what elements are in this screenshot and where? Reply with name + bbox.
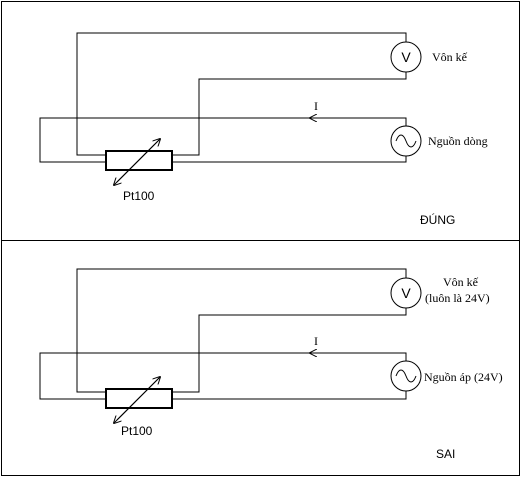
voltmeter-right-lead (172, 308, 407, 393)
voltmeter-left-lead (76, 32, 407, 156)
voltmeter-symbol-circle (390, 277, 422, 309)
source-bottom-lead (172, 391, 407, 400)
voltmeter-left-lead (76, 268, 407, 393)
voltmeter-label: Vôn kế (443, 275, 479, 289)
current-label: I (314, 99, 318, 113)
voltmeter-symbol-circle (390, 41, 422, 73)
sensor-label: Pt100 (123, 189, 155, 203)
voltmeter-right-lead (172, 72, 407, 156)
voltmeter-symbol: V (401, 285, 411, 301)
ac-source-icon (395, 134, 417, 148)
verdict-label: ĐÚNG (420, 212, 455, 227)
panel-correct: V Vôn kế Nguồn dòng I Pt100 ĐÚNG (39, 32, 488, 227)
figure-border (1, 1, 520, 476)
voltmeter-note: (luôn là 24V) (425, 291, 490, 305)
voltmeter-symbol: V (401, 49, 411, 65)
ac-source-icon (395, 369, 417, 383)
verdict-label: SAI (436, 447, 455, 461)
voltmeter-label: Vôn kế (432, 50, 468, 64)
source-label: Nguồn dòng (428, 134, 488, 148)
panel-wrong: V Vôn kế (luôn là 24V) Nguồn áp (24V) I … (39, 268, 503, 461)
current-label: I (314, 334, 318, 348)
source-top-lead (39, 352, 407, 400)
source-bottom-lead (172, 156, 407, 163)
sensor-label: Pt100 (121, 424, 153, 438)
source-label: Nguồn áp (24V) (424, 370, 503, 384)
source-top-lead (39, 117, 407, 163)
variable-arrow-down-icon (114, 138, 161, 185)
variable-arrow-down-icon (114, 376, 161, 423)
